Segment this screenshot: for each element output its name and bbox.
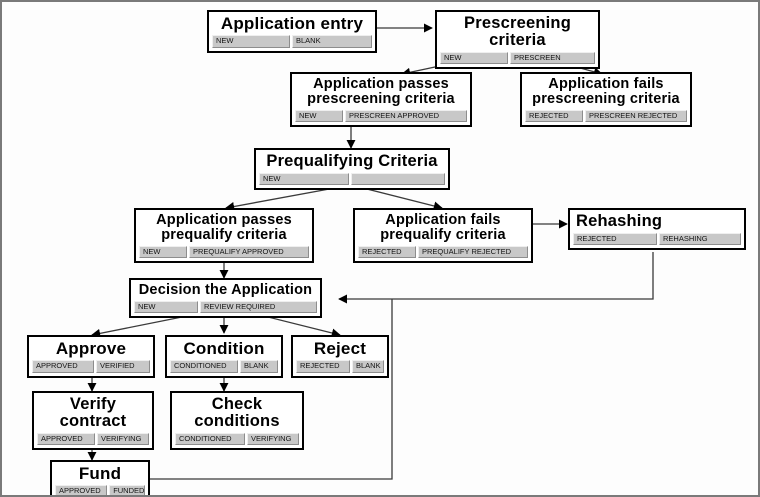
edge-rehashing-to-decision: [338, 252, 654, 304]
node-prescreening-criteria[interactable]: Prescreening criteria NEW PRESCREEN: [435, 10, 600, 70]
node-decision-the-application[interactable]: Decision the Application NEW REVIEW REQU…: [129, 278, 322, 319]
node-application-fails-prequalify[interactable]: Application fails prequalify criteria RE…: [353, 208, 533, 264]
state-cell: PREQUALIFY REJECTED: [418, 245, 528, 259]
state-row: REJECTED BLANK: [295, 359, 385, 374]
node-fund[interactable]: Fund APPROVED FUNDED: [50, 460, 150, 495]
node-title: Reject: [313, 339, 367, 358]
state-row: APPROVED VERIFIED: [31, 359, 151, 374]
node-application-passes-prescreening[interactable]: Application passes prescreening criteria…: [290, 72, 472, 128]
state-row: NEW BLANK: [211, 34, 373, 49]
state-cell: REHASHING: [659, 232, 741, 246]
state-row: REJECTED PREQUALIFY REJECTED: [357, 245, 529, 260]
node-title: Application passes prescreening criteria: [307, 76, 455, 107]
state-cell: [351, 172, 445, 186]
state-cell: BLANK: [352, 360, 384, 373]
node-title: Approve: [55, 339, 127, 358]
state-cell: PREQUALIFY APPROVED: [189, 245, 309, 259]
node-application-entry[interactable]: Application entry NEW BLANK: [207, 10, 377, 53]
node-title: Application fails prequalify criteria: [380, 212, 506, 243]
state-cell: NEW: [139, 245, 187, 259]
node-title: Condition: [183, 339, 265, 358]
state-cell: REJECTED: [296, 360, 350, 373]
state-row: APPROVED VERIFYING: [36, 432, 150, 447]
node-title: Rehashing: [576, 212, 663, 230]
node-rehashing[interactable]: Rehashing REJECTED REHASHING: [568, 208, 746, 251]
state-cell: APPROVED: [37, 432, 95, 446]
state-row: CONDITIONED VERIFYING: [174, 432, 300, 447]
node-condition[interactable]: Condition CONDITIONED BLANK: [165, 335, 283, 378]
state-cell: VERIFYING: [247, 432, 299, 446]
state-cell: FUNDED: [109, 485, 145, 495]
state-cell: REJECTED: [358, 245, 416, 259]
node-approve[interactable]: Approve APPROVED VERIFIED: [27, 335, 155, 378]
node-title: Application passes prequalify criteria: [156, 212, 292, 243]
state-cell: REJECTED: [573, 232, 657, 246]
state-row: REJECTED PRESCREEN REJECTED: [524, 109, 688, 124]
node-title: Prescreening criteria: [464, 14, 571, 49]
state-cell: REJECTED: [525, 109, 583, 123]
node-prequalifying-criteria[interactable]: Prequalifying Criteria NEW: [254, 148, 450, 191]
state-cell: CONDITIONED: [170, 360, 238, 373]
node-title: Application entry: [220, 14, 364, 33]
node-reject[interactable]: Reject REJECTED BLANK: [291, 335, 389, 378]
node-application-passes-prequalify[interactable]: Application passes prequalify criteria N…: [134, 208, 314, 264]
node-check-conditions[interactable]: Check conditions CONDITIONED VERIFYING: [170, 391, 304, 451]
state-cell: PRESCREEN APPROVED: [345, 109, 467, 123]
state-cell: BLANK: [240, 360, 278, 373]
state-cell: NEW: [295, 109, 343, 123]
state-cell: REVIEW REQUIRED: [200, 300, 317, 314]
node-title: Prequalifying Criteria: [266, 152, 438, 170]
state-cell: APPROVED: [32, 360, 94, 373]
node-title: Check conditions: [194, 395, 280, 430]
node-title: Decision the Application: [138, 282, 313, 298]
node-title: Fund: [78, 464, 122, 483]
state-cell: CONDITIONED: [175, 432, 245, 446]
state-row: NEW PRESCREEN APPROVED: [294, 109, 468, 124]
node-title: Verify contract: [59, 395, 127, 430]
state-row: NEW PRESCREEN: [439, 51, 596, 66]
state-cell: BLANK: [292, 35, 372, 48]
state-row: APPROVED FUNDED: [54, 484, 146, 495]
state-row: REJECTED REHASHING: [572, 232, 742, 247]
state-cell: VERIFIED: [96, 360, 150, 373]
state-cell: VERIFYING: [97, 432, 149, 446]
node-verify-contract[interactable]: Verify contract APPROVED VERIFYING: [32, 391, 154, 451]
state-row: CONDITIONED BLANK: [169, 359, 279, 374]
node-application-fails-prescreening[interactable]: Application fails prescreening criteria …: [520, 72, 692, 128]
state-cell: NEW: [440, 51, 508, 65]
state-cell: PRESCREEN: [510, 51, 595, 65]
state-cell: APPROVED: [55, 485, 108, 495]
edge-fund-to-decision: [149, 299, 393, 480]
state-cell: NEW: [259, 172, 349, 186]
state-cell: NEW: [212, 35, 290, 48]
state-cell: NEW: [134, 300, 198, 314]
state-row: NEW REVIEW REQUIRED: [133, 300, 318, 315]
node-title: Application fails prescreening criteria: [532, 76, 680, 107]
state-cell: PRESCREEN REJECTED: [585, 109, 687, 123]
state-row: NEW: [258, 172, 446, 187]
state-row: NEW PREQUALIFY APPROVED: [138, 245, 310, 260]
